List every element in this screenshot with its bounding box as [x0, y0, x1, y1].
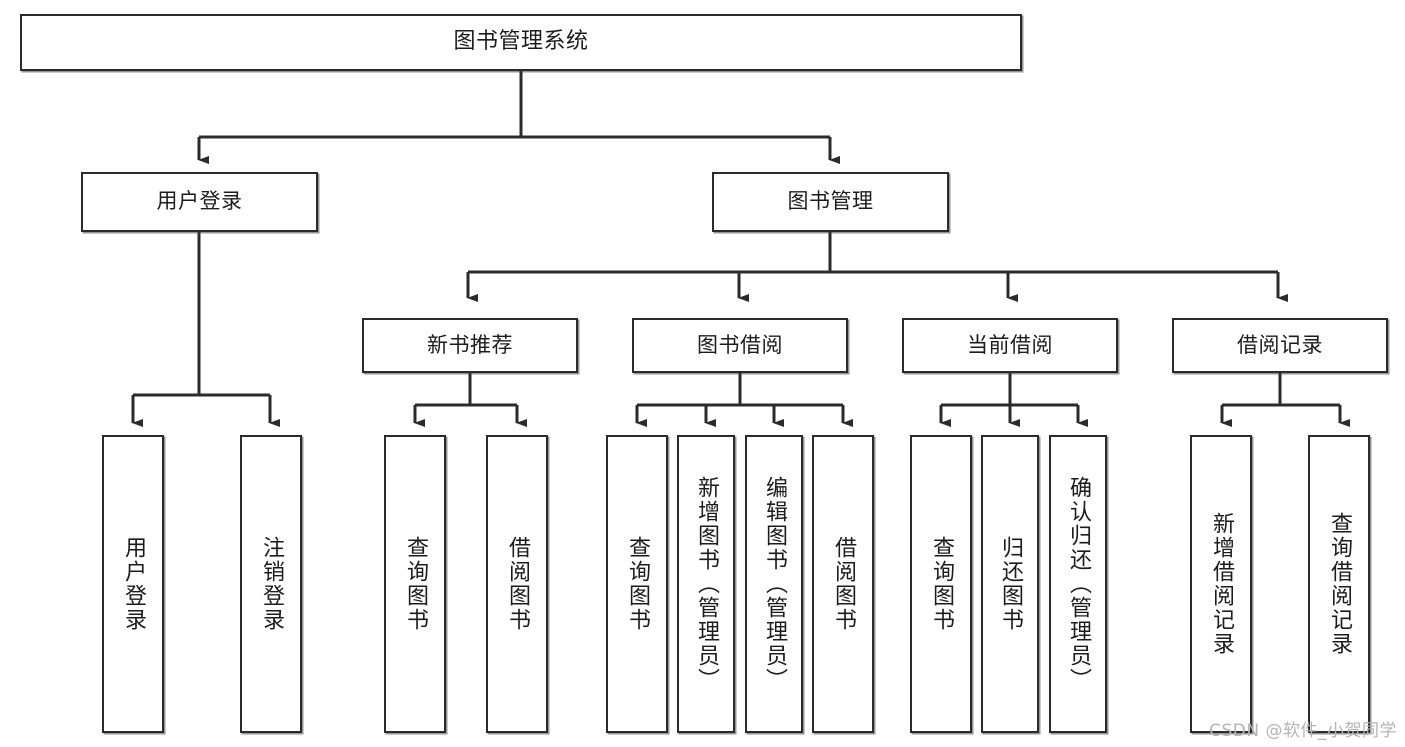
node-leaf-borrow-book-a[interactable]: 借阅图书: [486, 435, 548, 733]
node-leaf-query-record[interactable]: 查询借阅记录: [1308, 435, 1370, 733]
node-new-book-recommend-label: 新书推荐: [427, 332, 513, 357]
node-leaf-query-record-label: 查询借阅记录: [1326, 512, 1352, 656]
node-leaf-add-book[interactable]: 新增图书（管理员）: [677, 435, 735, 733]
node-book-management[interactable]: 图书管理: [712, 172, 949, 232]
node-leaf-query-book-b-label: 查询图书: [624, 536, 650, 632]
node-book-management-label: 图书管理: [787, 189, 874, 214]
node-leaf-query-book-c[interactable]: 查询图书: [910, 435, 972, 733]
node-leaf-edit-book[interactable]: 编辑图书（管理员）: [745, 435, 803, 733]
node-leaf-query-book-b[interactable]: 查询图书: [606, 435, 668, 733]
node-leaf-edit-book-label: 编辑图书（管理员）: [761, 476, 787, 692]
node-leaf-query-book-a-label: 查询图书: [402, 536, 428, 632]
node-book-borrow-label: 图书借阅: [697, 332, 783, 357]
node-new-book-recommend[interactable]: 新书推荐: [362, 318, 578, 373]
node-root-book-management-system[interactable]: 图书管理系统: [20, 14, 1022, 71]
node-leaf-confirm-return-label: 确认归还（管理员）: [1065, 476, 1091, 692]
csdn-watermark: CSDN @软件_小贺同学: [1209, 721, 1397, 741]
node-root-label: 图书管理系统: [453, 29, 589, 55]
node-current-borrow[interactable]: 当前借阅: [902, 318, 1118, 373]
node-leaf-query-book-c-label: 查询图书: [928, 536, 954, 632]
node-leaf-query-book-a[interactable]: 查询图书: [384, 435, 446, 733]
node-leaf-user-login-label: 用户登录: [120, 536, 146, 632]
node-book-borrow[interactable]: 图书借阅: [632, 318, 848, 373]
node-borrow-record-label: 借阅记录: [1237, 332, 1323, 357]
node-leaf-confirm-return[interactable]: 确认归还（管理员）: [1049, 435, 1107, 733]
node-user-login-label: 用户登录: [156, 189, 243, 214]
node-leaf-logout[interactable]: 注销登录: [240, 435, 302, 733]
node-leaf-borrow-book-b-label: 借阅图书: [830, 536, 856, 632]
node-leaf-user-login[interactable]: 用户登录: [102, 435, 164, 733]
node-borrow-record[interactable]: 借阅记录: [1172, 318, 1388, 373]
node-current-borrow-label: 当前借阅: [967, 332, 1053, 357]
node-leaf-return-book[interactable]: 归还图书: [981, 435, 1039, 733]
node-leaf-return-book-label: 归还图书: [997, 536, 1023, 632]
node-leaf-borrow-book-b[interactable]: 借阅图书: [812, 435, 874, 733]
node-leaf-logout-label: 注销登录: [258, 536, 284, 632]
node-leaf-add-book-label: 新增图书（管理员）: [693, 476, 719, 692]
node-user-login[interactable]: 用户登录: [81, 172, 318, 232]
node-leaf-borrow-book-a-label: 借阅图书: [504, 536, 530, 632]
node-leaf-add-record-label: 新增借阅记录: [1208, 512, 1234, 656]
node-leaf-add-record[interactable]: 新增借阅记录: [1190, 435, 1252, 733]
